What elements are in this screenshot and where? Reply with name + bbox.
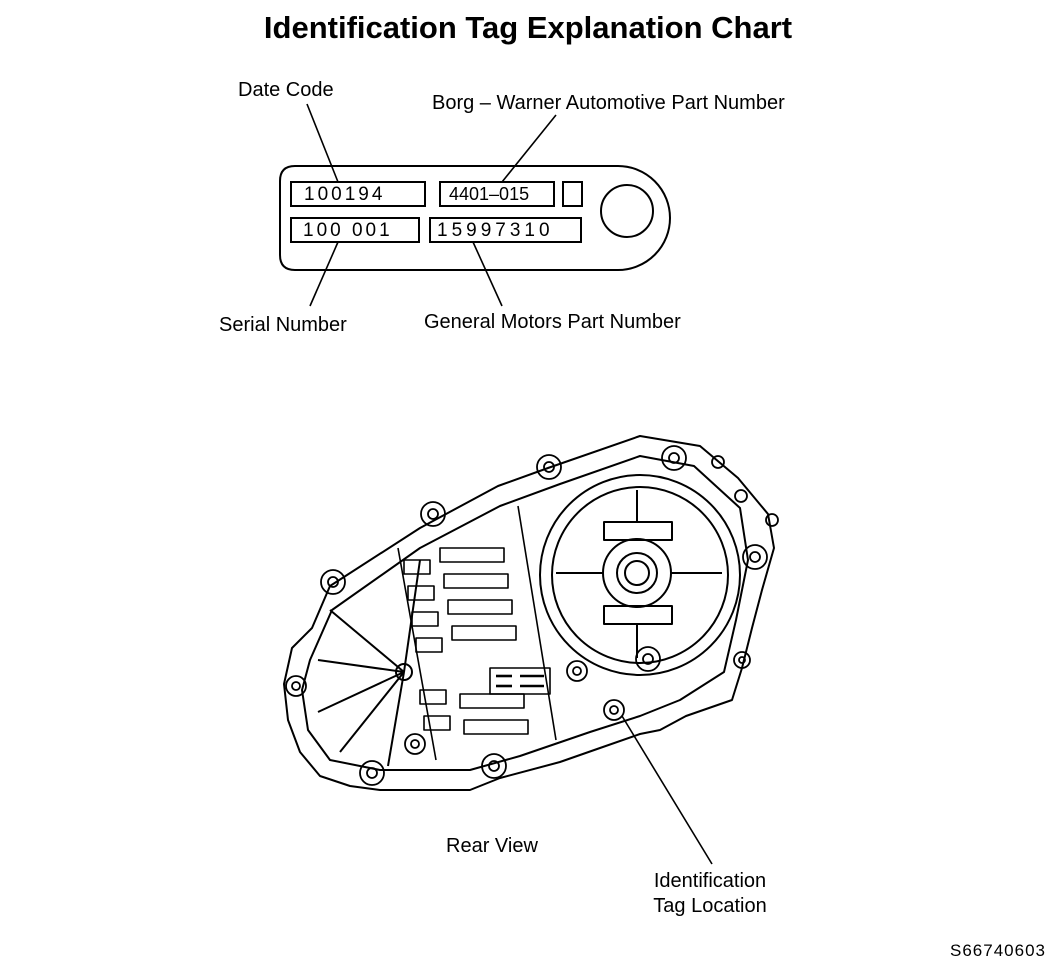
serial-number-value: 100 001 [303,220,393,241]
gm-part-number-box [429,217,582,243]
date-code-leader [306,103,339,183]
borg-warner-box [439,181,555,207]
tag-location-label-line1: Identification [653,870,767,892]
tag-mounting-hole [600,184,654,238]
serial-number-label: Serial Number [219,314,347,336]
borg-warner-value: 4401–015 [449,184,530,204]
transfer-case-illustration [283,435,779,791]
blank-box [562,181,583,207]
date-code-box [290,181,426,207]
page-title: Identification Tag Explanation Chart [263,10,793,45]
serial-number-box [290,217,420,243]
gm-part-number-value: 15997310 [437,220,554,241]
gm-part-number-leader [472,241,503,307]
tag-location-leader [621,715,713,865]
borg-warner-leader [501,114,557,183]
gm-part-number-label: General Motors Part Number [424,311,681,333]
figure-id: S66740603 [950,941,1046,960]
date-code-value: 100194 [304,184,386,205]
rear-view-label: Rear View [446,835,538,857]
id-tag-plate [279,165,671,271]
borg-warner-label: Borg – Warner Automotive Part Number [432,92,785,114]
tag-location-label-line2: Tag Location [653,895,767,917]
serial-number-leader [309,241,339,307]
date-code-label: Date Code [238,79,334,101]
